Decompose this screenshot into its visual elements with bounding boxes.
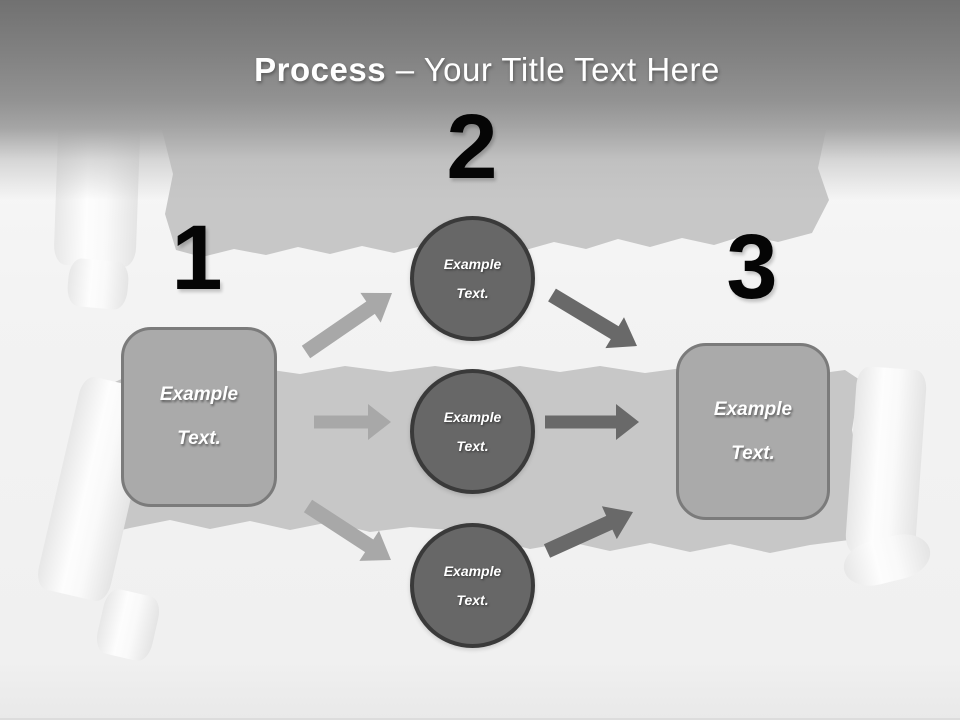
- arrow-left-bottom: [303, 499, 391, 561]
- process-box-left-label: Example Text.: [159, 384, 239, 449]
- header-band: Process – Your Title Text Here: [0, 0, 960, 200]
- arrow-left-top: [301, 292, 392, 359]
- process-box-left: Example Text.: [121, 327, 277, 507]
- process-circle-bottom-label: Example Text.: [443, 562, 502, 608]
- paper-scroll-upper-left-tip: [66, 257, 130, 311]
- step-number-3: 3: [726, 216, 778, 318]
- process-circle-top-label: Example Text.: [443, 255, 502, 301]
- title-emphasis: Process: [254, 51, 387, 88]
- arrow-right-middle: [545, 404, 639, 440]
- arrow-right-top: [548, 288, 637, 349]
- step-number-1: 1: [171, 207, 223, 309]
- process-circle-middle-label: Example Text.: [443, 408, 502, 454]
- slide-title: Process – Your Title Text Here: [0, 51, 960, 89]
- process-box-right-label: Example Text.: [713, 398, 793, 464]
- paper-scroll-right: [844, 365, 928, 559]
- arrow-right-bottom: [543, 506, 633, 558]
- title-rest: – Your Title Text Here: [386, 51, 720, 88]
- process-box-right: Example Text.: [676, 343, 830, 520]
- step-number-2: 2: [446, 96, 498, 198]
- paper-scroll-lower-left-tip: [93, 586, 163, 664]
- process-circle-bottom: Example Text.: [410, 523, 535, 648]
- arrow-left-middle: [314, 404, 391, 440]
- process-circle-top: Example Text.: [410, 216, 535, 341]
- process-circle-middle: Example Text.: [410, 369, 535, 494]
